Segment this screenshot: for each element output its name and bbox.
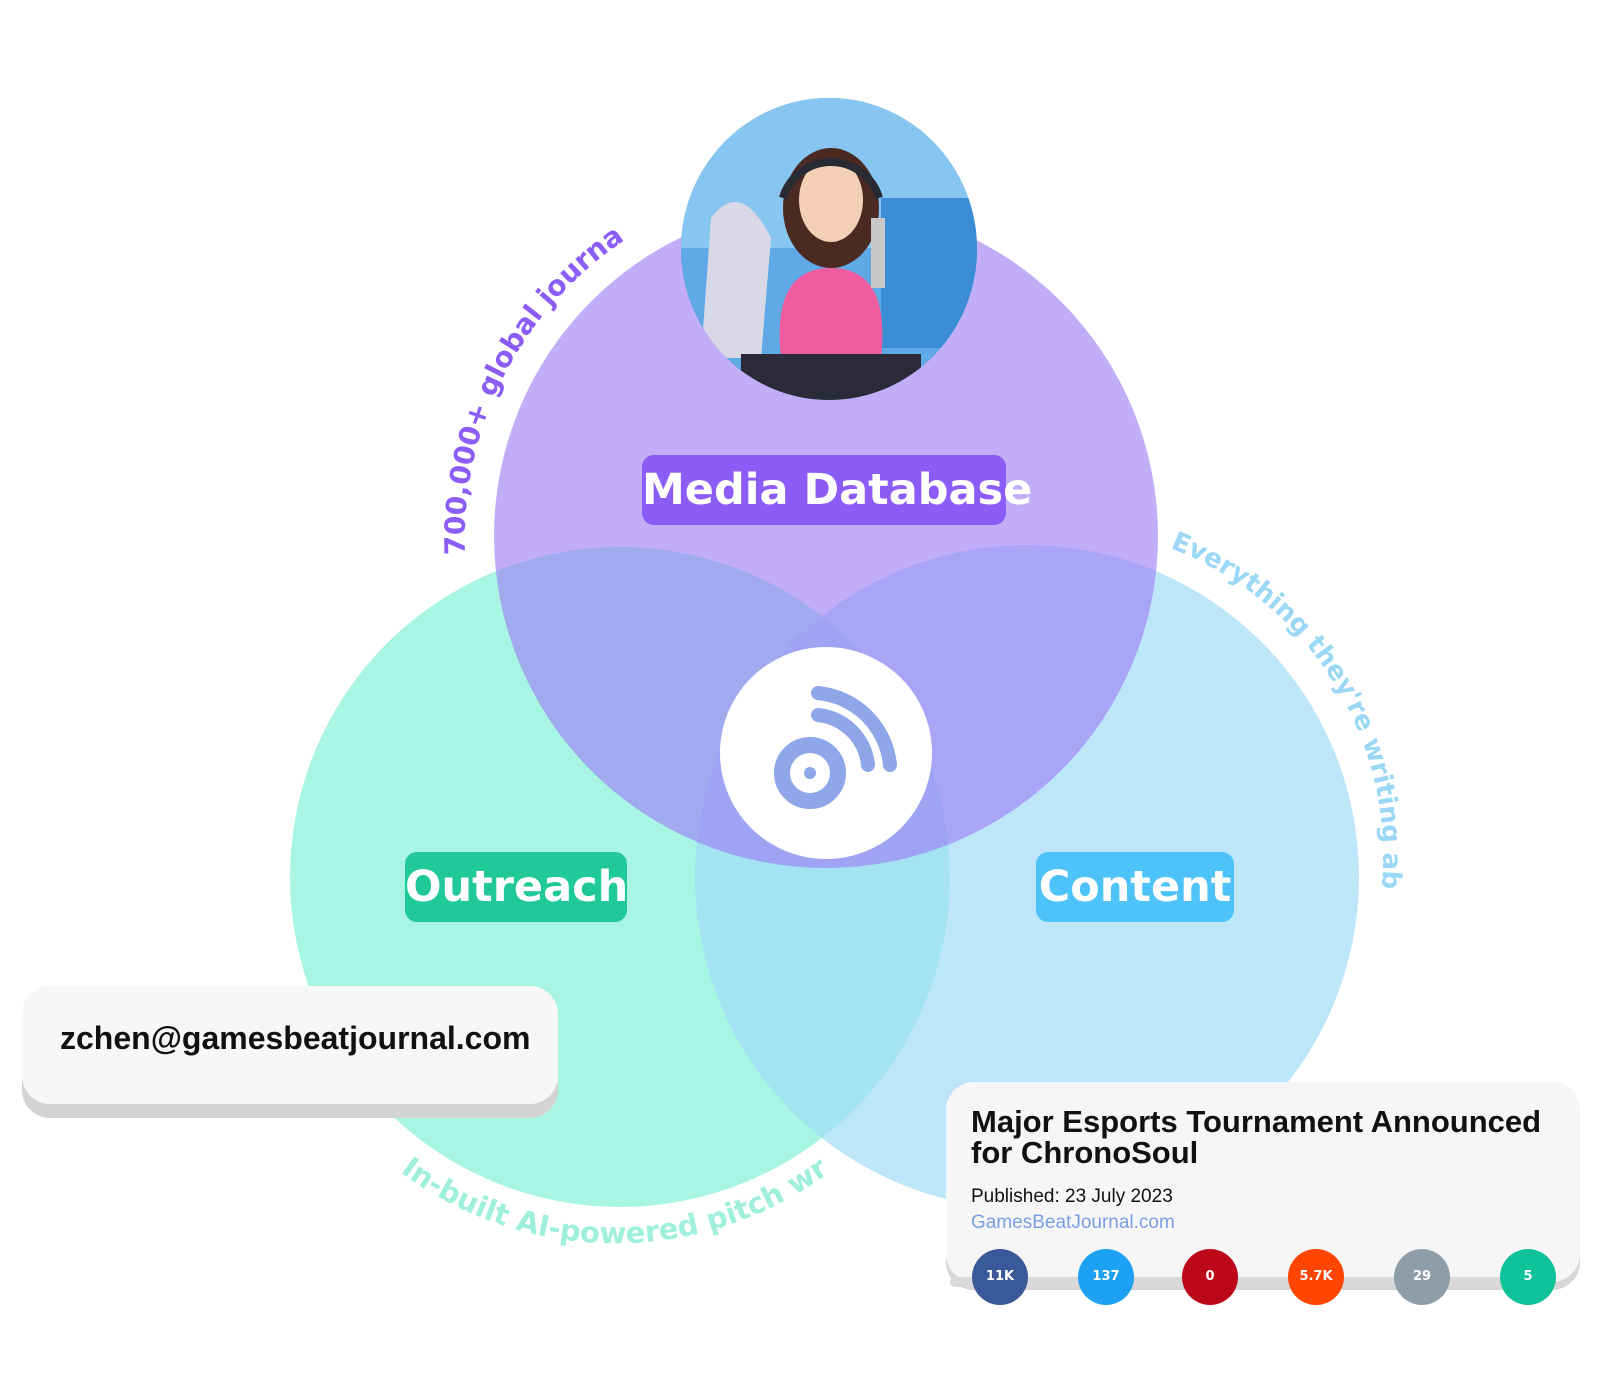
- stat-total-value: 5: [1523, 1269, 1533, 1284]
- stat-reddit-shares: 5.7K: [1288, 1249, 1344, 1305]
- stat-facebook-shares: 11K: [972, 1249, 1028, 1305]
- content-label: Content: [1036, 852, 1234, 922]
- podcast-broadcast-icon: [720, 647, 932, 859]
- article-title: Major Esports Tournament Announced for C…: [971, 1104, 1542, 1170]
- engagement-stats-track: [950, 1277, 1550, 1287]
- stat-facebook-value: 11K: [985, 1269, 1015, 1284]
- journalist-email[interactable]: zchen@gamesbeatjournal.com: [60, 1020, 531, 1056]
- stat-other-value: 29: [1412, 1269, 1432, 1284]
- email-card: zchen@gamesbeatjournal.com: [22, 986, 558, 1104]
- article-published-date: Published: 23 July 2023: [971, 1186, 1173, 1207]
- journalist-avatar: [681, 98, 977, 400]
- article-card[interactable]: Major Esports Tournament Announced for C…: [946, 1082, 1580, 1282]
- stat-twitter-shares: 137: [1078, 1249, 1134, 1305]
- stat-other-shares: 29: [1394, 1249, 1450, 1305]
- stat-pinterest-value: 0: [1205, 1269, 1215, 1284]
- stat-reddit-value: 5.7K: [1299, 1269, 1333, 1284]
- stat-total-shares: 5: [1500, 1249, 1556, 1305]
- stat-pinterest-shares: 0: [1182, 1249, 1238, 1305]
- media-database-label: Media Database: [642, 455, 1032, 525]
- outreach-label: Outreach: [405, 852, 628, 922]
- article-source-link[interactable]: GamesBeatJournal.com: [971, 1212, 1175, 1233]
- stat-twitter-value: 137: [1092, 1269, 1120, 1284]
- media-circle: [494, 204, 1158, 868]
